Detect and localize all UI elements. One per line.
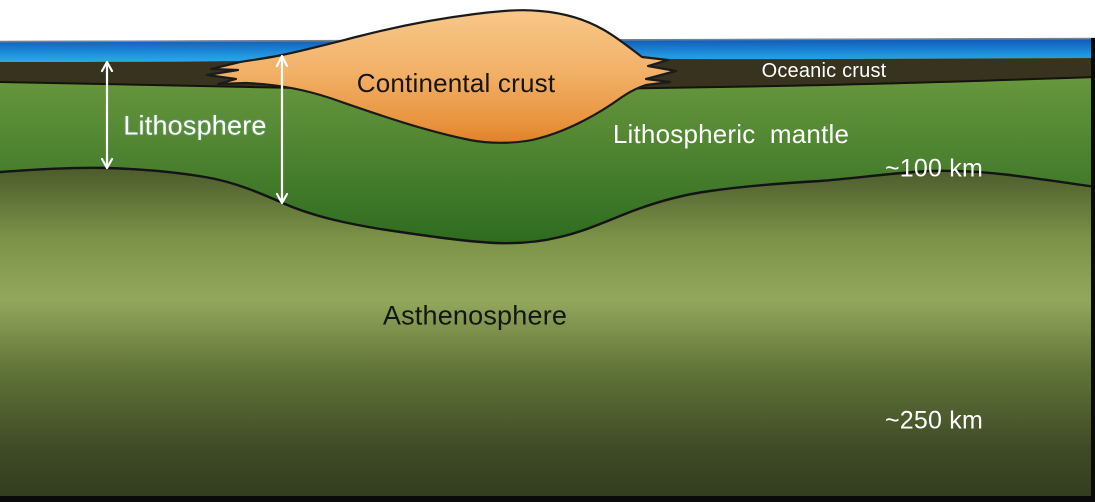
lithosphere-label: Lithosphere	[123, 110, 267, 141]
lithosphere-thickness-arrow-right	[275, 54, 289, 205]
oceanic-crust-label: Oceanic crust	[761, 60, 887, 82]
lithosphere-thickness-arrows	[100, 54, 289, 205]
lithospheric-mantle-label: Lithospheric mantle	[612, 119, 850, 149]
lithospheric-mantle-layer	[0, 58, 1095, 244]
depth-250km-label: ~250 km	[885, 406, 983, 435]
depth-100km-label: ~100 km	[885, 154, 983, 183]
continental-crust-label: Continental crust	[356, 68, 556, 98]
lithosphere-thickness-arrow-left	[100, 60, 114, 170]
asthenosphere-label: Asthenosphere	[382, 300, 568, 331]
lithosphere-asthenosphere-boundary	[0, 166, 1095, 245]
frame-border	[0, 38, 1095, 502]
continental-crust-shape	[205, 9, 678, 144]
asthenosphere-layer	[0, 167, 1095, 502]
